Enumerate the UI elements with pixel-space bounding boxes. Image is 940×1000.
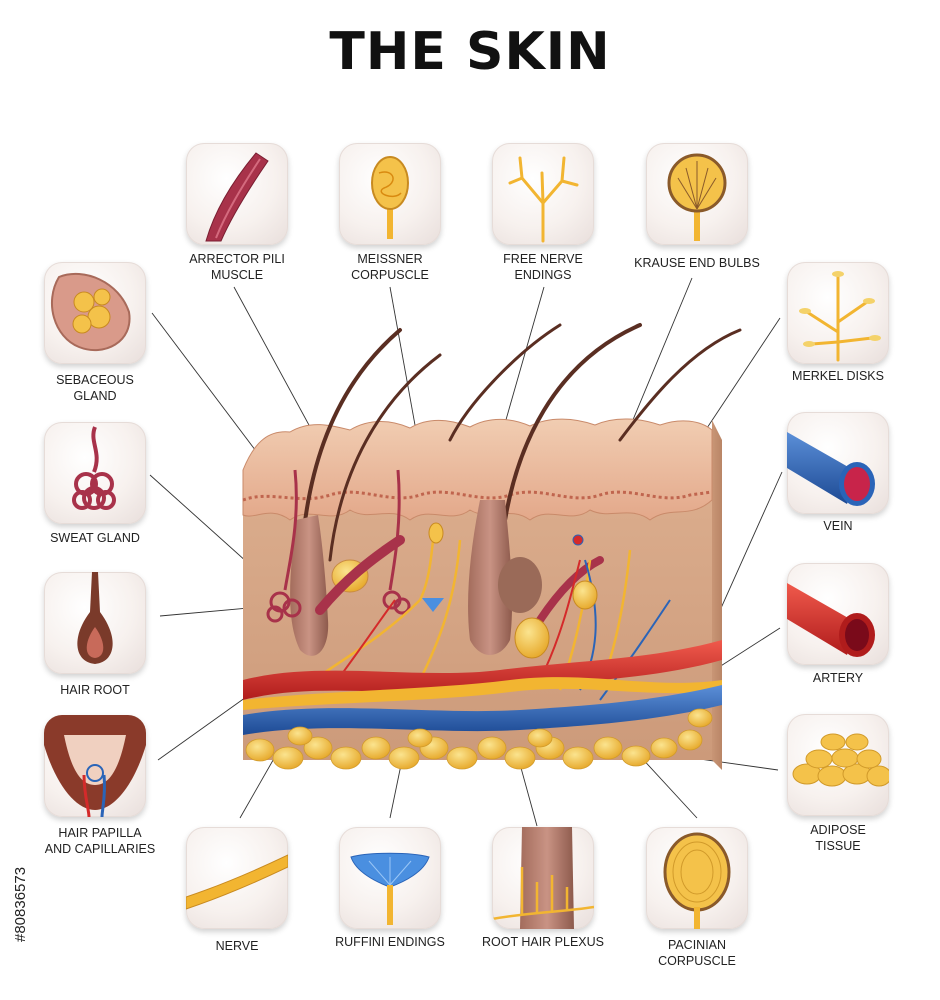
free-nerve-endings-tile xyxy=(492,143,594,245)
adipose-tissue-tile xyxy=(787,714,889,816)
artery-label: ARTERY xyxy=(812,671,864,685)
hair-shaft-3 xyxy=(448,323,562,442)
pacinian-in-section xyxy=(514,617,550,659)
gland-brown xyxy=(498,557,542,613)
nerve-in-section xyxy=(243,677,722,710)
ruffini-endings-label: RUFFINI ENDINGS xyxy=(335,935,445,949)
stock-watermark: #80836573 xyxy=(8,770,32,942)
free-nerve-endings-icon xyxy=(508,156,579,243)
sweat-duct xyxy=(283,469,298,591)
meissner-corpuscle-icon xyxy=(371,156,409,210)
hair-root-icon xyxy=(77,572,113,664)
hair-shaft-5 xyxy=(618,328,742,442)
arrector-muscle-2 xyxy=(536,556,604,624)
hair-papilla-tile xyxy=(44,715,146,817)
arrector-muscle-1 xyxy=(315,535,405,615)
nerve-tile xyxy=(186,827,288,929)
stock-id: #80836573 xyxy=(12,866,29,942)
root-hair-plexus-tile xyxy=(492,827,594,929)
ruffini-in-section xyxy=(422,598,444,612)
diagram-title: THE SKIN xyxy=(329,22,611,82)
pacinian-corpuscle-icon xyxy=(663,832,731,912)
nerve-label: NERVE xyxy=(215,939,259,953)
follicle-left xyxy=(290,515,329,656)
merkel-disks-icon xyxy=(805,275,874,362)
krause-end-bulbs-tile xyxy=(646,143,748,245)
merkel-disks-label: MERKEL DISKS xyxy=(792,369,884,383)
block-side xyxy=(712,420,722,770)
arrector-pili-muscle-tile xyxy=(186,143,288,245)
root-hair-plexus-label: ROOT HAIR PLEXUS xyxy=(481,935,605,949)
sweat-gland-tile xyxy=(44,422,146,524)
nerve-icon xyxy=(186,854,288,910)
epidermis xyxy=(242,418,713,521)
krause-in-section xyxy=(572,580,598,610)
krause-end-bulbs-label: KRAUSE END BULBS xyxy=(634,256,760,270)
hair-root-label: HAIR ROOT xyxy=(60,683,130,697)
vein-label: VEIN xyxy=(823,519,853,533)
merkel-disks-tile xyxy=(787,262,889,364)
meissner-in-section xyxy=(428,522,444,544)
sweat-gland-label: SWEAT GLAND xyxy=(50,531,140,545)
sweat-gland-icon xyxy=(72,426,116,510)
merkel-in-section xyxy=(572,534,584,546)
nerve-branch-2 xyxy=(418,539,462,681)
meissner-corpuscle-tile xyxy=(339,143,441,245)
hair-root-tile xyxy=(44,572,146,674)
fat-layer xyxy=(245,708,713,770)
vein-in-section xyxy=(243,685,722,735)
basal-layer xyxy=(242,490,713,502)
artery-tile xyxy=(787,563,889,665)
nerve-branch-1 xyxy=(299,529,436,692)
follicle-center xyxy=(468,500,513,655)
root-hair-plexus-icon xyxy=(520,827,574,929)
hair-shaft-2 xyxy=(328,353,442,562)
sebaceous-gland-tile xyxy=(44,262,146,364)
adipose-tissue-icon xyxy=(792,733,889,787)
vein-tile xyxy=(787,412,889,514)
ruffini-endings-tile xyxy=(339,827,441,929)
artery-in-section xyxy=(243,640,722,700)
pacinian-corpuscle-tile xyxy=(646,827,748,929)
